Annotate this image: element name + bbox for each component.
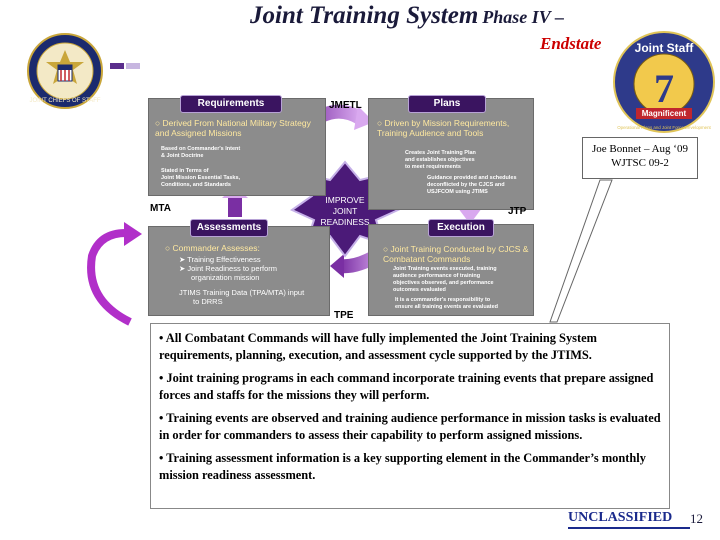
center-line1: IMPROVE: [325, 195, 365, 205]
bullet-item: • Training events are observed and train…: [159, 411, 661, 442]
classification-underline: [568, 527, 690, 529]
slide-title: Joint Training System Phase IV –: [250, 2, 650, 30]
header-bar: [110, 63, 610, 75]
joint-staff-j7-badge-icon: Joint Staff 7 Magnificent Operational Pl…: [613, 31, 715, 133]
assessments-panel: ○ Commander Assesses: ➤ Training Effecti…: [148, 226, 330, 316]
label-jtp: JTP: [508, 206, 527, 217]
assessments-line1: JTIMS Training Data (TPA/MTA) input: [179, 288, 305, 297]
execution-line4: outcomes evaluated: [393, 287, 446, 293]
assessments-line2: to DRRS: [193, 297, 223, 306]
requirements-line2: & Joint Doctrine: [161, 153, 204, 159]
tab-plans: Plans: [408, 95, 486, 113]
arrow-assessments-to-requirements: [228, 195, 242, 217]
plans-heading: ○ Driven by Mission Requirements, Traini…: [377, 118, 510, 138]
plans-line6: USJFCOM using JTIMS: [427, 189, 488, 195]
execution-heading: ○ Joint Training Conducted by CJCS & Com…: [383, 244, 529, 264]
execution-panel: ○ Joint Training Conducted by CJCS & Com…: [368, 224, 534, 316]
note-callout-pointer: [549, 179, 613, 323]
execution-line6: ensure all training events are evaluated: [395, 304, 499, 310]
label-tpe: TPE: [334, 310, 354, 321]
badge-number: 7: [654, 66, 674, 111]
execution-line5: It is a commander's responsibility to: [395, 297, 491, 303]
execution-line3: objectives observed, and performance: [393, 280, 494, 286]
title-main: Joint Training System: [250, 2, 479, 29]
requirements-line5: Conditions, and Standards: [161, 182, 231, 188]
title-phase: Phase IV –: [482, 7, 564, 27]
label-jmetl: JMETL: [329, 100, 362, 111]
plans-line2: and establishes objectives: [405, 157, 475, 163]
requirements-line3: Stated in Terms of: [161, 168, 209, 174]
execution-line2: audience performance of training: [393, 273, 481, 279]
bullet-item: • All Combatant Commands will have fully…: [159, 331, 597, 362]
arrow-feedback-loop: [87, 228, 132, 326]
note-line2: WJTSC 09-2: [611, 157, 669, 169]
badge-banner: Magnificent: [642, 109, 687, 118]
bullet-item: • Joint training programs in each comman…: [159, 371, 654, 402]
assessments-item2b: organization mission: [191, 273, 260, 282]
bullet-item: • Training assessment information is a k…: [159, 451, 646, 482]
slide-subtitle: Endstate: [540, 34, 602, 53]
presenter-note: Joe Bonnet – Aug ‘09 WJTSC 09-2: [582, 137, 698, 179]
joint-chiefs-seal-icon: JOINT CHIEFS OF STAFF: [27, 33, 103, 109]
plans-line4: Guidance provided and schedules: [427, 175, 517, 181]
tab-assessments: Assessments: [190, 219, 268, 237]
tab-execution: Execution: [428, 219, 494, 237]
badge-line1: Joint Staff: [635, 41, 695, 55]
page-number: 12: [690, 511, 703, 526]
plans-line1: Creates Joint Training Plan: [405, 150, 476, 156]
plans-line3: to meet requirements: [405, 164, 461, 170]
requirements-line4: Joint Mission Essential Tasks,: [161, 175, 241, 181]
assessments-item1: ➤ Training Effectiveness: [179, 255, 261, 264]
execution-line1: Joint Training events executed, training: [393, 266, 497, 272]
requirements-heading: ○ Derived From National Military Strateg…: [155, 118, 311, 138]
center-line2: JOINT: [333, 206, 358, 216]
assessments-item2: ➤ Joint Readiness to perform: [179, 264, 277, 273]
label-mta: MTA: [150, 203, 171, 214]
requirements-line1: Based on Commander's Intent: [161, 146, 241, 152]
seal-text: JOINT CHIEFS OF STAFF: [29, 98, 100, 104]
requirements-panel: ○ Derived From National Military Strateg…: [148, 98, 326, 196]
assessments-heading: ○ Commander Assesses:: [165, 243, 260, 253]
classification-label: UNCLASSIFIED: [568, 510, 673, 525]
center-line3: READINESS: [320, 217, 369, 227]
plans-panel: ○ Driven by Mission Requirements, Traini…: [368, 98, 534, 210]
plans-line5: deconflicted by the CJCS and: [427, 182, 505, 188]
note-line1: Joe Bonnet – Aug ‘09: [592, 143, 688, 155]
badge-ring-text: Operational Plans and Joint Force Develo…: [617, 125, 711, 130]
tab-requirements: Requirements: [180, 95, 282, 113]
bullet-list: • All Combatant Commands will have fully…: [150, 323, 670, 509]
